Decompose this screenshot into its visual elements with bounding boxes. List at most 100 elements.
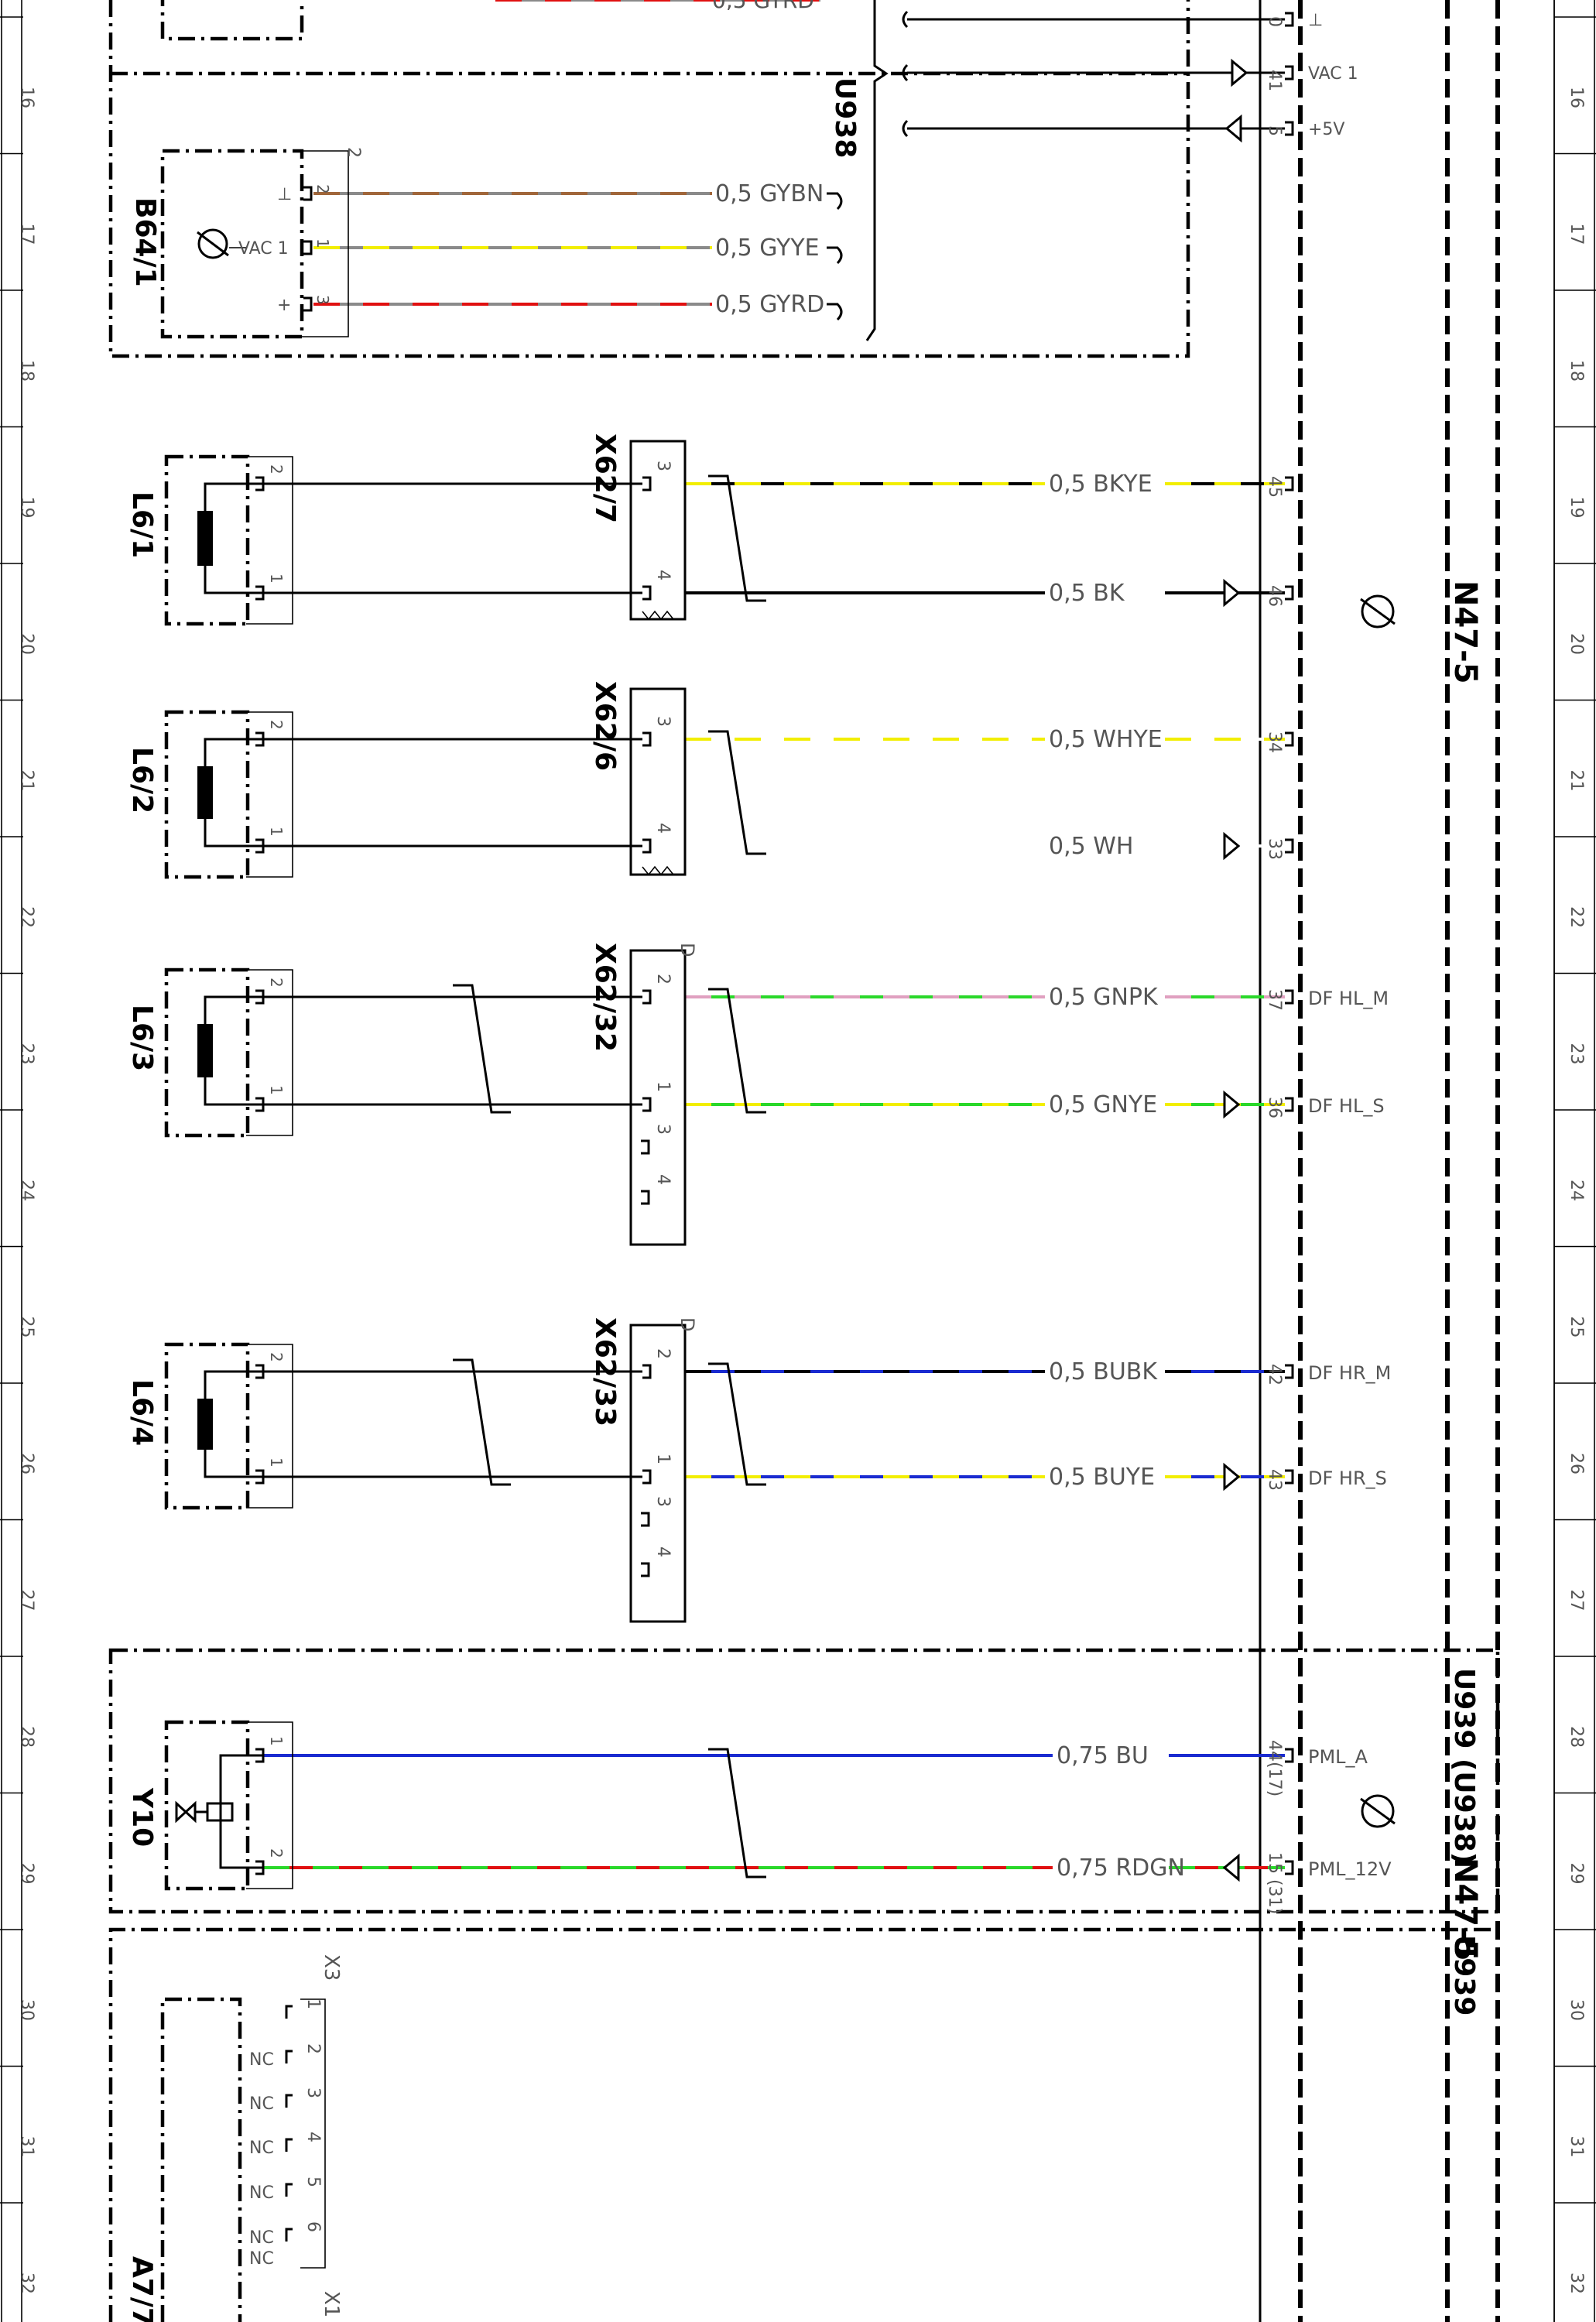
valve-icon: [175, 1800, 197, 1824]
connector-label: X62/6: [589, 681, 621, 771]
sensor-internal: [204, 482, 263, 594]
wire-label: 0,5 BUBK: [1049, 1358, 1158, 1385]
y10-pin: [255, 1860, 265, 1875]
twist-mark: [708, 474, 766, 602]
direction-arrow: [1223, 831, 1241, 861]
sensor-pin: [255, 989, 265, 1005]
sensor-box: [164, 454, 250, 626]
coil-icon: [197, 766, 213, 819]
sensor-pin-number: 1: [267, 574, 286, 584]
top-row-pin-number: 5: [1265, 125, 1284, 136]
a7-7-nc-label: NC: [249, 2183, 274, 2203]
ruler-number: 22: [17, 906, 36, 928]
ecu-signal-label: DF HR_S: [1308, 1468, 1387, 1489]
wire-label: 0,5 GNYE: [1049, 1091, 1157, 1118]
ecu-signal-label: DF HL_S: [1308, 1095, 1385, 1117]
spare-pin-number: 4: [653, 1546, 673, 1557]
ecu-signal-label: DF HR_M: [1308, 1362, 1391, 1384]
inline-connector: [629, 949, 687, 1246]
a7-7-nc-label: NC: [249, 2228, 274, 2248]
sensor-pin: [255, 731, 265, 747]
a7-7-pin: [285, 2138, 293, 2152]
ruler-number: 23: [17, 1043, 36, 1065]
a7-7-pin-number: 6: [303, 2221, 323, 2232]
twist-mark: [708, 1748, 766, 1878]
sensor-pin: [255, 585, 265, 601]
n47-5-label: N47-5: [1447, 580, 1483, 684]
b64-pin: [303, 240, 313, 255]
sensor-pin-number: 1: [267, 1085, 286, 1095]
ruler-number: 16: [17, 87, 36, 108]
twist-mark: [453, 1358, 511, 1486]
spare-pin-number: 4: [653, 1174, 673, 1185]
u938-label: U938: [829, 77, 861, 158]
a7-7-pin: [285, 2005, 293, 2019]
sensor-label: L6/1: [126, 491, 158, 558]
coil-icon: [197, 1399, 213, 1450]
ruler-number: 24: [1567, 1180, 1586, 1201]
sensor-pin-number: 1: [267, 1457, 286, 1468]
top-row-arrow: [1231, 58, 1248, 87]
ecu-signal-label: DF HL_M: [1308, 988, 1389, 1009]
ruler-number: 27: [1567, 1590, 1586, 1611]
top-row-break: [902, 10, 909, 29]
sensor-internal: [204, 995, 263, 1106]
b64-wire-break: [827, 192, 843, 211]
b64-connector-number: 2: [344, 147, 363, 158]
x1-label: X1: [320, 2291, 343, 2317]
connector-break-mark: [642, 865, 674, 876]
component-layer: [160, 0, 1396, 2322]
ruler-number: 18: [17, 360, 36, 382]
top-row-signal: +5V: [1308, 120, 1344, 139]
ecu-pin-number: 15 (31): [1265, 1852, 1284, 1914]
spare-pin-number: 3: [653, 1496, 673, 1507]
y10-pin: [255, 1748, 265, 1763]
ruler-number: 26: [1567, 1453, 1586, 1474]
sensor-pin: [255, 1097, 265, 1112]
sensor-box: [164, 1342, 250, 1510]
twist-mark: [708, 988, 766, 1114]
a7-7-pin-number: 3: [303, 2087, 323, 2098]
a7-7-box: [160, 1997, 242, 2322]
ecu-signal-label: PML_12V: [1308, 1858, 1392, 1880]
sensor-pin: [255, 1469, 265, 1485]
ecu-transistor-icon: [1360, 598, 1396, 625]
ruler-number: 32: [17, 2272, 36, 2294]
ecu-pin: [1285, 1860, 1294, 1875]
u939-box-frame: [108, 1648, 1500, 1914]
ruler-number: 26: [17, 1453, 36, 1474]
ecu-pin-number: 33: [1265, 838, 1284, 860]
connector-label: X62/32: [589, 943, 621, 1052]
u939-box-label: U939 (U938): [1448, 1668, 1480, 1865]
wire-label: 0,5 WHYE: [1049, 726, 1163, 753]
spare-pin: [641, 1139, 650, 1155]
a7-7-pin-number: 5: [303, 2176, 323, 2187]
ruler-number: 25: [1567, 1317, 1586, 1338]
top-row-pin-number: 41: [1265, 70, 1284, 91]
b64-1-component: [160, 149, 304, 339]
ruler-number: 21: [1567, 770, 1586, 792]
b64-pin: [303, 186, 313, 201]
twist-mark: [708, 730, 766, 855]
connector-pin-number: 3: [653, 461, 673, 471]
ruler-number: 27: [17, 1590, 36, 1611]
top-row-break: [902, 119, 909, 138]
sensor-pin-number: 2: [267, 978, 286, 988]
b64-wire-break: [827, 303, 843, 321]
sensor-label: L6/3: [126, 1005, 158, 1071]
b64-pin: [303, 296, 313, 312]
top-row-break: [902, 63, 909, 82]
sensor-connector: [246, 969, 293, 1136]
ecu-pin: [1285, 585, 1294, 601]
direction-arrow: [1222, 1853, 1240, 1882]
ecu-pin-number: 34: [1265, 731, 1284, 753]
a7-7-pin-number: 4: [303, 2132, 323, 2142]
direction-arrow: [1223, 1090, 1241, 1119]
b64-wire-label: 0,5 GYBN: [715, 180, 824, 207]
ecu-pin-number: 46: [1265, 585, 1284, 607]
ruler-number: 17: [17, 224, 36, 245]
direction-arrow: [1223, 1462, 1241, 1491]
spare-pin: [641, 1190, 650, 1205]
sensor-connector: [246, 456, 293, 625]
